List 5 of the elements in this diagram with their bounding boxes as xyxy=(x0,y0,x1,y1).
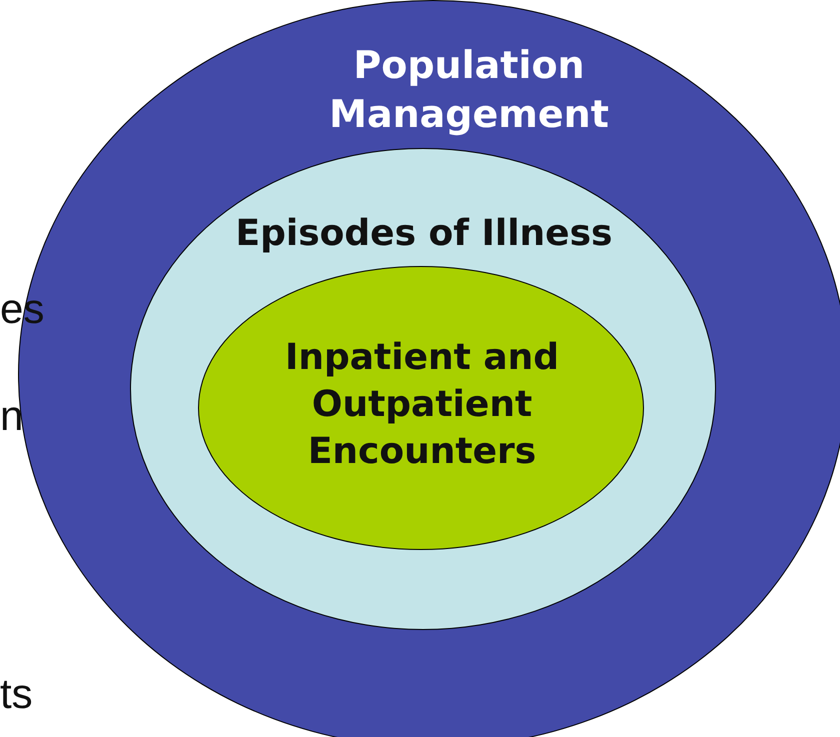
ellipse-label: Inpatient and Outpatient Encounters xyxy=(284,336,560,474)
ellipse-label: Episodes of Illness xyxy=(234,212,614,256)
partial-text: n xyxy=(0,392,24,440)
partial-text: ts xyxy=(0,670,33,718)
ellipse-label: Population Management xyxy=(328,42,610,138)
